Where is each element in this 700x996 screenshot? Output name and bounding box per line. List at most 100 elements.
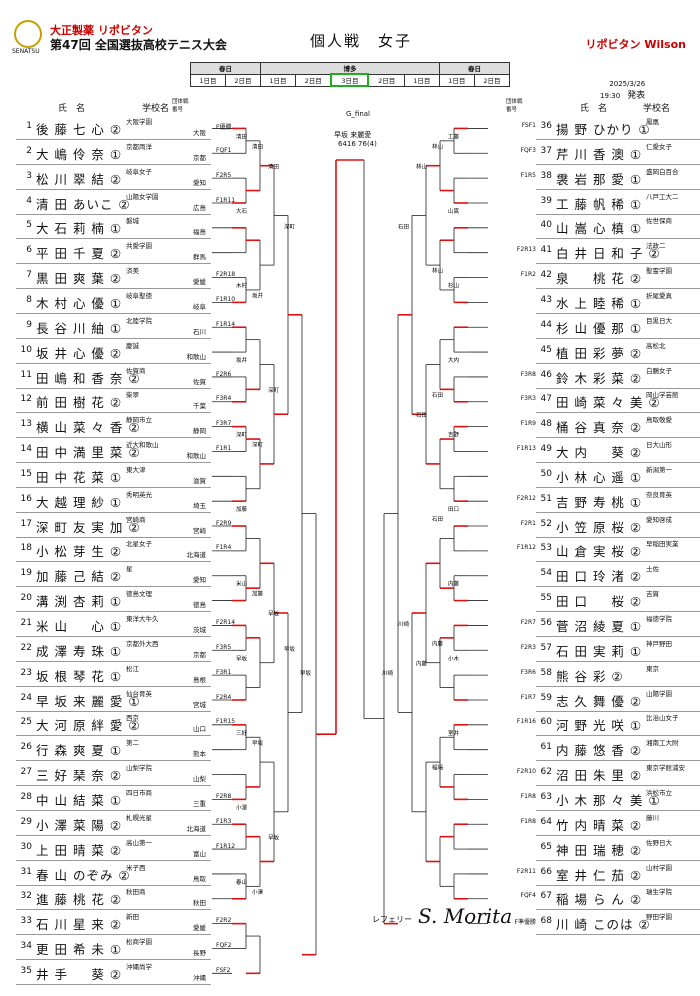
left-r2-winner: 坂井 [252,292,264,300]
left-r2-winner: 加藤 [252,590,264,598]
player-seed: F1R2 [520,271,536,279]
player-prefecture: 山梨 [193,775,206,784]
player-row: 68川 崎 このは ②野田学園山口F準優勝 [515,911,700,936]
player-name: 中 山 結 菜 ① [36,792,123,808]
left-r3-winner: 深町 [268,386,280,394]
row-divider [536,859,700,861]
player-name: 菅 沼 綾 夏 ① [556,619,643,634]
player-prefecture: 岐阜 [193,302,206,311]
row-divider [16,163,211,165]
player-school: 聖霊学園 [646,267,672,276]
player-seed: F1R8 [520,817,536,825]
player-number: 59 [540,692,552,703]
player-seed: F1R14 [216,320,236,328]
player-row: 52小 笠 原 桜 ②愛知啓成愛知F2R1 [521,514,700,538]
player-row: 67稲 場 ら ん ②瑞生学院兵庫FQF4 [521,886,700,911]
left-r1-winner: 小澤 [236,803,248,811]
left-school-header: 学校名 [142,104,170,114]
row-divider [16,412,211,414]
right-r2-winner: 林山 [432,267,443,275]
referee-label: レフェリー [372,915,412,924]
player-name: 小 木 那 々 美 ① [556,792,661,808]
right-r1-winner: 小木 [448,654,460,662]
player-prefecture: 静岡 [193,427,206,436]
final-score: 6416 76(4) [338,140,377,148]
player-seed: F2R5 [216,171,232,179]
player-name: 内 藤 悠 香 ② [556,743,643,759]
day-cell: 1日目 [260,73,296,87]
player-school: 東洋大牛久 [126,615,159,623]
player-number: 33 [20,916,32,927]
player-row: 46鈴 木 彩 菜 ②白鵬女子神奈川F3R8 [521,365,700,389]
player-name: 河 野 光 咲 ① [556,718,643,734]
row-divider [536,312,700,314]
player-number: 21 [20,618,32,628]
row-divider [536,288,700,290]
player-seed: F1R7 [520,693,536,701]
day-cell: 1日目 [190,73,226,87]
player-school: 共愛学園 [126,242,152,251]
player-number: 52 [540,518,552,529]
row-divider [536,412,700,414]
player-name: 松 川 翠 結 ② [36,171,123,187]
row-divider [536,437,700,439]
player-row: 45植 田 彩 夢 ②高松北香川 [536,340,700,364]
player-name: 志 久 舞 優 ② [556,693,643,709]
player-school: 佐野日大 [646,838,672,847]
player-row: 66室 井 仁 茄 ②山村学園埼玉F2R11 [517,862,700,886]
player-school: 吉賀 [646,590,659,599]
row-divider [16,263,211,265]
row-divider [536,462,700,464]
player-row: 44杉 山 優 那 ①目黒日大東京 [536,315,700,339]
player-name: 田 口 玲 渚 ② [556,569,643,585]
player-seed: FSF1 [521,122,536,129]
player-name: 前 田 樹 花 ② [36,395,123,411]
final-label: G_final [346,110,371,118]
row-divider [16,586,211,588]
player-seed: F1R12 [216,842,236,850]
right-r1-winner: 吉野 [448,431,460,439]
player-number: 13 [20,419,32,430]
player-school: 磐城 [126,217,139,226]
player-school: 岡山学芸館 [646,391,679,400]
player-name: 田 口 桜 ② [556,594,643,610]
player-row: 49大 内 葵 ②日大山形山形F1R13 [517,439,700,464]
player-school: 鳥取敬愛 [646,416,672,425]
player-prefecture: 富山 [193,849,206,858]
player-seed: FSF2 [216,966,231,974]
player-row: 65神 田 瑞 穂 ②佐野日大栃木 [536,837,700,861]
row-divider [536,486,700,488]
player-school: 山陽女学園 [126,192,159,201]
player-seed: F3R8 [520,370,536,378]
player-school: 山陽学園 [646,689,672,698]
row-divider [536,710,700,712]
player-seed: F2R11 [516,867,536,875]
player-school: 福徳学院 [646,615,672,623]
player-number: 7 [26,270,32,281]
player-school: 目黒日大 [646,316,672,325]
row-divider [536,536,700,538]
player-school: 新田 [126,913,139,922]
player-name: 大 内 葵 ② [556,445,643,461]
row-divider [536,834,700,836]
player-number: 48 [540,419,552,430]
player-seed: F2R6 [216,370,232,378]
player-prefecture: 埼玉 [193,501,206,510]
player-number: 45 [540,344,552,355]
row-divider [16,909,211,911]
player-name: 袰 岩 那 愛 ① [556,171,643,187]
left-r2-winner: 早坂 [252,739,264,747]
release-date: 2025/3/26 [609,80,646,88]
player-name: 沼 田 朱 里 ② [556,768,643,784]
player-prefecture: 滋賀 [193,476,206,485]
row-divider [16,387,211,389]
player-school: 瑞生学院 [646,888,672,897]
player-seed: F2R10 [516,768,536,776]
player-row: 55田 口 桜 ②吉賀島根 [536,588,700,613]
